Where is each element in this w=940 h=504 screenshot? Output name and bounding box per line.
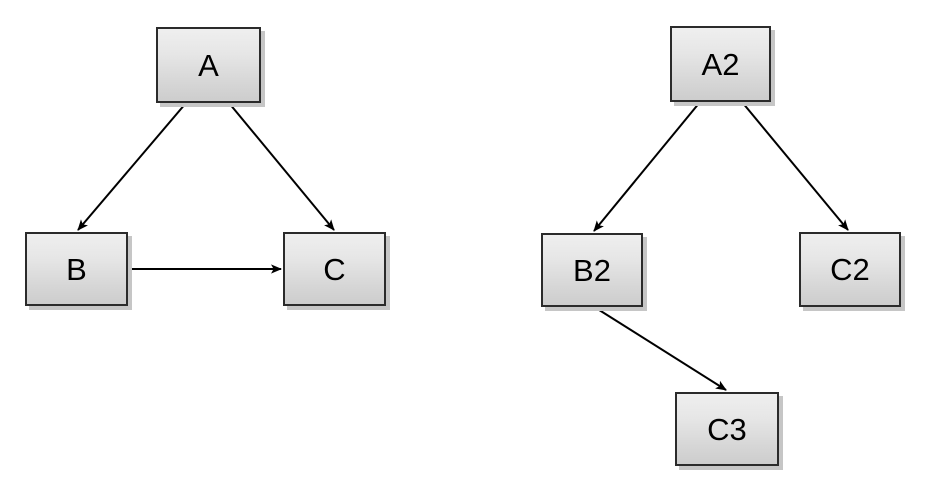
node-b[interactable]: B: [25, 232, 128, 306]
edge-a-to-b[interactable]: [77, 102, 187, 231]
node-b2[interactable]: B2: [541, 233, 643, 307]
edge-a-to-c[interactable]: [228, 102, 335, 231]
node-a2[interactable]: A2: [670, 26, 771, 102]
node-c2[interactable]: C2: [799, 232, 901, 307]
node-c3[interactable]: C3: [675, 392, 779, 466]
node-label-a2: A2: [701, 46, 740, 82]
node-c[interactable]: C: [283, 232, 386, 306]
edges-group: [77, 101, 849, 391]
node-label-c3: C3: [707, 411, 747, 447]
node-label-a: A: [198, 47, 219, 83]
node-a[interactable]: A: [156, 27, 261, 103]
node-label-c: C: [323, 251, 346, 287]
node-label-b2: B2: [573, 252, 611, 288]
edge-a2-to-c2[interactable]: [741, 101, 849, 231]
node-label-c2: C2: [830, 252, 870, 287]
edge-b2-to-c3[interactable]: [595, 307, 727, 391]
edge-a2-to-b2[interactable]: [593, 101, 701, 232]
node-label-b: B: [66, 251, 87, 287]
